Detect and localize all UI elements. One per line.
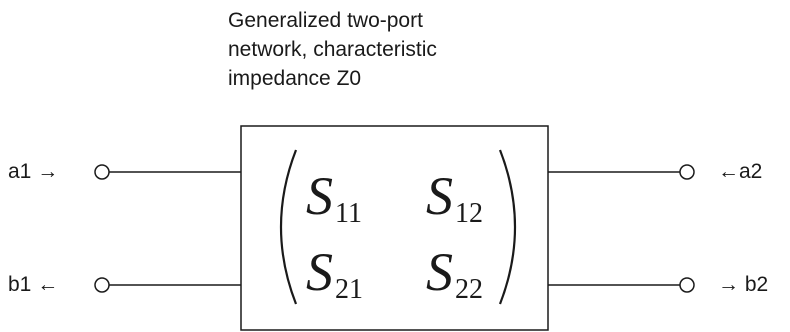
matrix-symbol: S xyxy=(306,242,333,302)
terminal-a2 xyxy=(679,164,695,180)
port-a2-label: ←a2 xyxy=(718,160,763,183)
port-a1-label: a1 → xyxy=(8,160,59,183)
matrix-entry-s22: S 22 xyxy=(426,242,483,305)
matrix-subscript: 22 xyxy=(455,274,483,305)
caption-line-3: impedance Z0 xyxy=(228,67,362,90)
caption-line-1: Generalized two-port xyxy=(228,9,423,32)
caption-line-2: network, characteristic xyxy=(228,38,437,61)
port-b1-label: b1 ← xyxy=(8,273,59,296)
network-box xyxy=(240,125,549,331)
matrix-left-paren xyxy=(279,149,298,305)
matrix-subscript: 12 xyxy=(455,198,483,229)
matrix-right-paren xyxy=(498,149,517,305)
port-b2-label: → b2 xyxy=(718,273,769,296)
matrix-symbol: S xyxy=(426,242,453,302)
matrix-subscript: 11 xyxy=(335,198,362,229)
matrix-entry-s12: S 12 xyxy=(426,166,483,229)
matrix-symbol: S xyxy=(426,166,453,226)
terminal-b1 xyxy=(94,277,110,293)
matrix-subscript: 21 xyxy=(335,274,363,305)
matrix-entry-s11: S 11 xyxy=(306,166,362,229)
network-caption: Generalized two-port network, characteri… xyxy=(228,6,437,93)
terminal-b2 xyxy=(679,277,695,293)
matrix-entry-s21: S 21 xyxy=(306,242,363,305)
matrix-symbol: S xyxy=(306,166,333,226)
terminal-a1 xyxy=(94,164,110,180)
